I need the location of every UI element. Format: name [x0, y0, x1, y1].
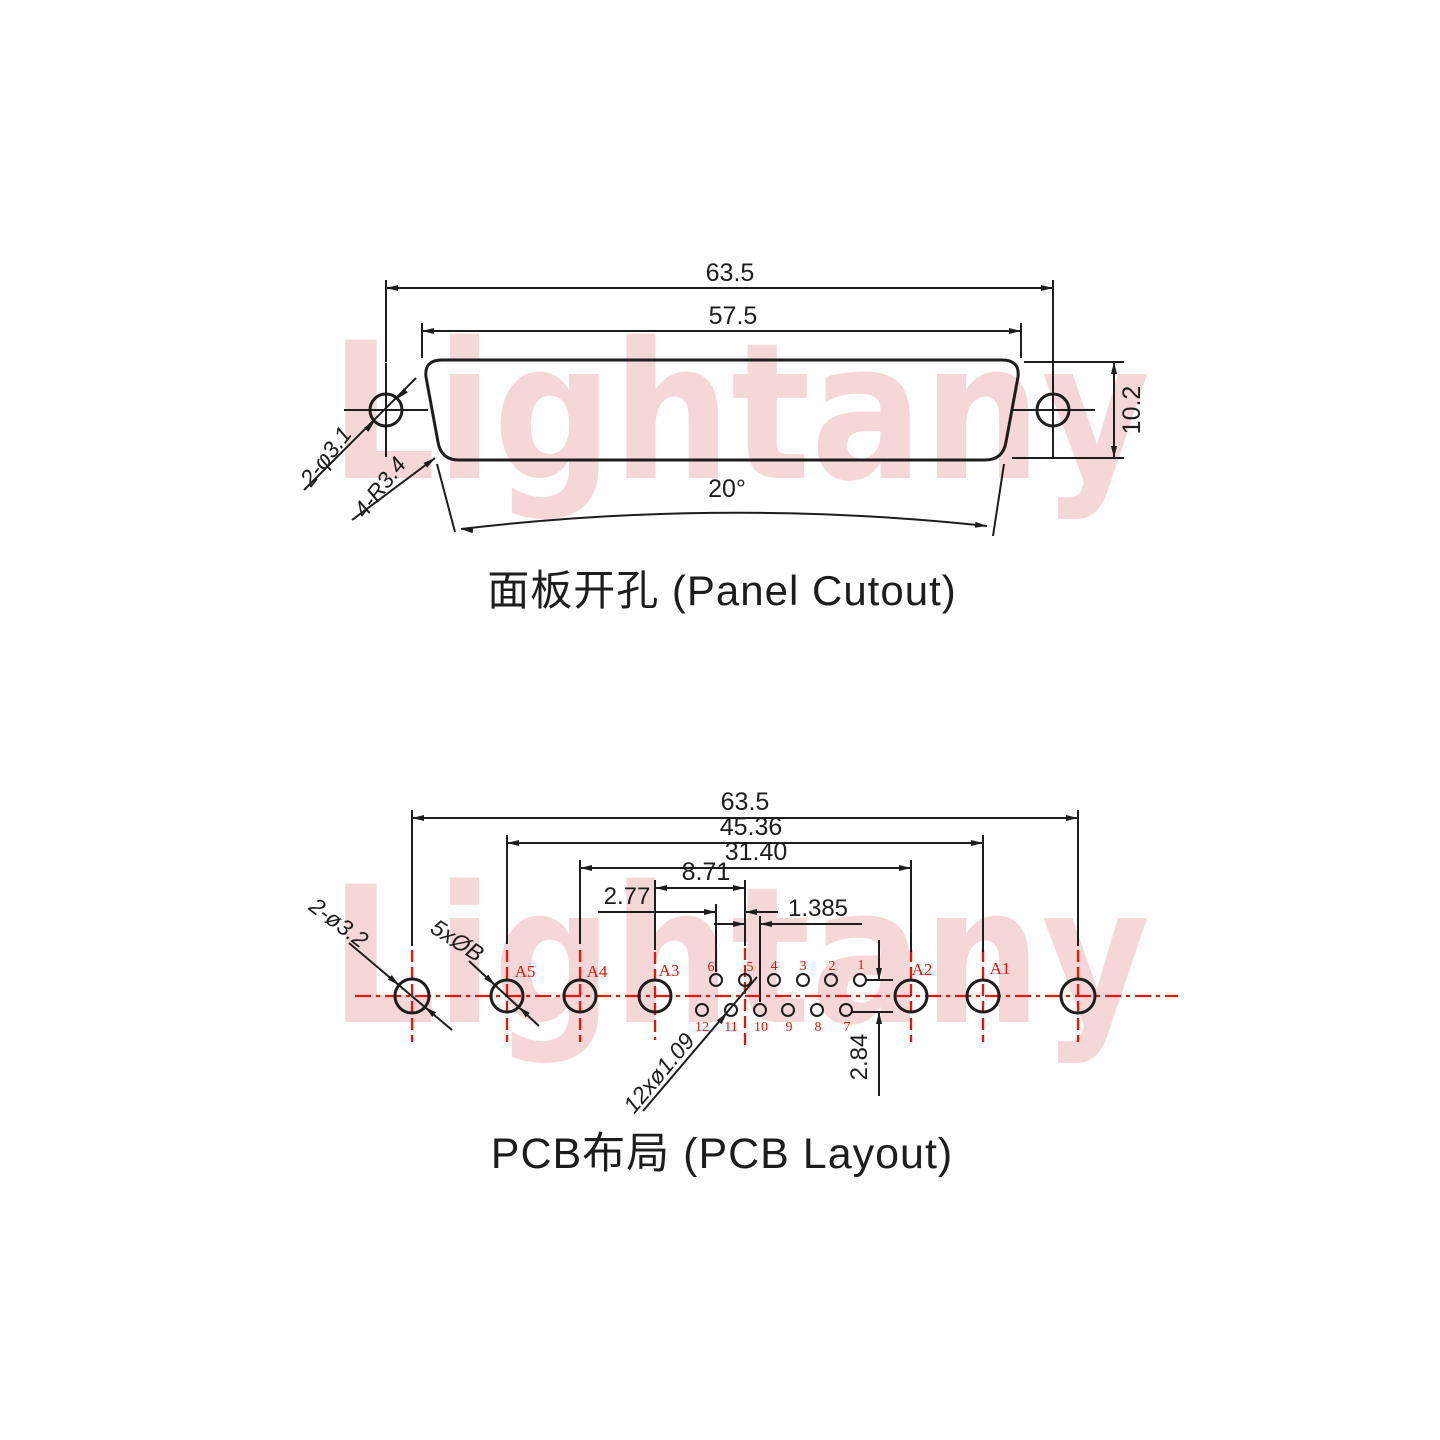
pcb-layout-title: PCB布局 (PCB Layout) [491, 1130, 953, 1178]
dim-angle: 20° [436, 463, 1005, 537]
dim-a4-a2: 31.40 [580, 838, 911, 871]
label-a4: A4 [587, 962, 608, 981]
mount-hole-left [344, 363, 428, 457]
pin-label-8: 8 [815, 1020, 822, 1035]
dim-a4-a2-label: 31.40 [725, 838, 788, 866]
label-a1: A1 [990, 959, 1011, 978]
dim-a3-center-label: 8.71 [682, 858, 731, 886]
pin-numbers-bottom: 12 11 10 9 8 7 [695, 1020, 851, 1035]
pin-label-5: 5 [747, 960, 754, 975]
dim-total-width: 63.5 [412, 788, 1078, 821]
pin-label-1: 1 [858, 958, 865, 973]
dim-row-offset-label: 1.385 [788, 895, 848, 922]
watermark-bottom: Lightany [330, 846, 1150, 1067]
pcb-pins-top-row [709, 973, 867, 987]
dim-height: 10.2 [1012, 361, 1146, 459]
dim-a5-a1-label: 45.36 [720, 813, 783, 841]
pcb-hole-a2 [893, 978, 929, 1014]
pcb-mount-hole-right [1059, 977, 1097, 1015]
dim-row-offset: 1.385 [714, 895, 862, 927]
pin-numbers-top: 6 5 4 3 2 1 [708, 958, 865, 975]
pcb-mount-hole-left [393, 977, 431, 1015]
dim-outer-width-label: 63.5 [706, 259, 755, 287]
pcb-pins-bottom-row [695, 1003, 853, 1017]
dim-row-spacing: 2.84 [846, 940, 893, 1096]
panel-cutout-title: 面板开孔 (Panel Cutout) [487, 567, 956, 614]
dim-a5-a1: 45.36 [507, 813, 983, 846]
label-a3: A3 [659, 961, 680, 980]
pin-label-9: 9 [786, 1020, 793, 1035]
dim-inner-width-label: 57.5 [709, 302, 758, 330]
pcb-hole-a4 [562, 978, 598, 1014]
dim-pin-pitch-label: 2.77 [604, 883, 651, 910]
pcb-hole-a3 [637, 978, 673, 1014]
dim-pin-pitch: 2.77 [598, 883, 778, 915]
pin-label-12: 12 [695, 1020, 709, 1035]
label-a2: A2 [912, 960, 933, 979]
dim-inner-width: 57.5 [421, 302, 1022, 358]
dim-a3-center: 8.71 [655, 858, 745, 891]
centerlines [355, 948, 1178, 1048]
mount-hole-right [1011, 363, 1095, 457]
pcb-hole-a1 [965, 978, 1001, 1014]
pin-label-2: 2 [829, 959, 836, 974]
label-a5: A5 [515, 962, 536, 981]
pcb-holes-large [393, 977, 1097, 1015]
dsub-cutout-outline [424, 358, 1020, 462]
dim-angle-label: 20° [708, 475, 746, 503]
extension-lines [411, 810, 1079, 1002]
watermark-text: Lightany [330, 302, 1150, 523]
pin-label-3: 3 [800, 959, 807, 974]
dim-outer-width: 63.5 [385, 259, 1054, 362]
pin-label-10: 10 [754, 1020, 768, 1035]
watermark-top: Lightany [330, 302, 1150, 523]
dim-height-label: 10.2 [1118, 386, 1146, 435]
watermark-text: Lightany [330, 846, 1150, 1067]
pin-label-7: 7 [844, 1020, 851, 1035]
pin-label-4: 4 [771, 959, 778, 974]
pcb-hole-a5 [489, 978, 525, 1014]
dim-total-width-label: 63.5 [721, 788, 770, 816]
coax-labels: A5 A4 A3 A2 A1 [515, 959, 1011, 981]
pin-label-11: 11 [724, 1020, 737, 1035]
pin-label-6: 6 [708, 960, 715, 975]
dim-row-spacing-label: 2.84 [846, 1034, 873, 1081]
